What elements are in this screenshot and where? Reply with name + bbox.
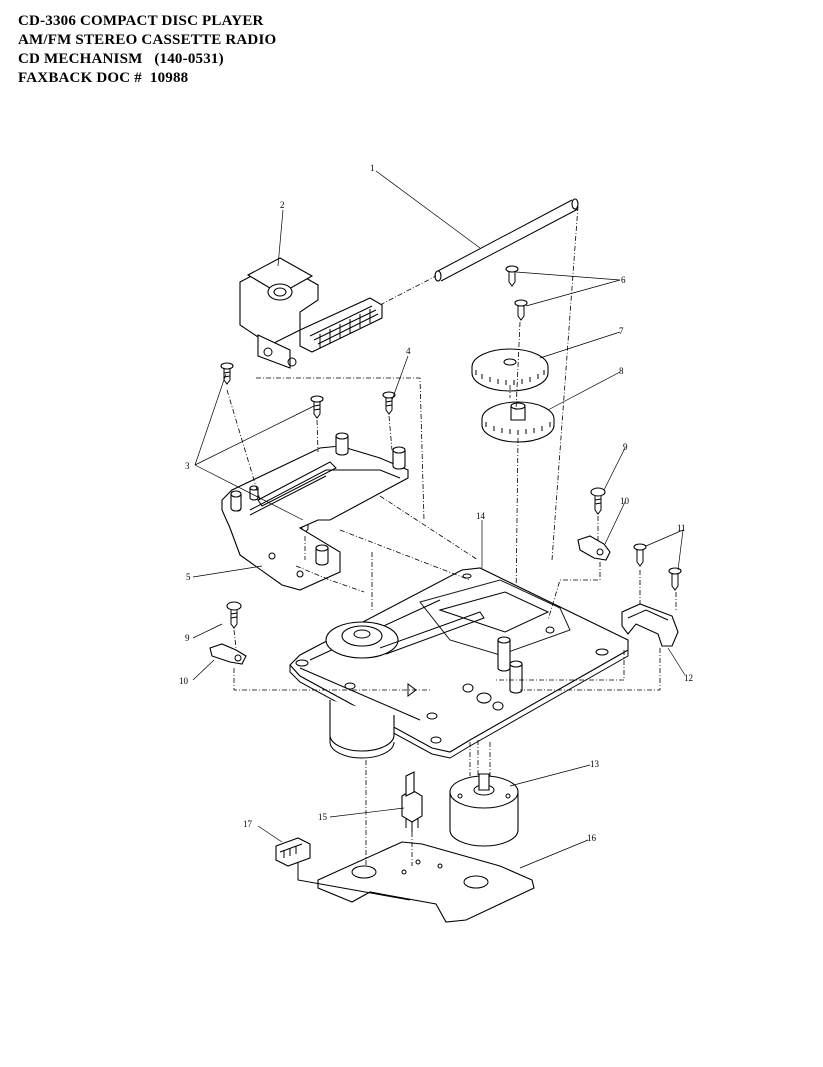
callout-17: 17 [243, 819, 253, 829]
callout-7: 7 [619, 326, 624, 336]
sled-motor [449, 773, 519, 847]
screw-3a [220, 362, 234, 385]
bracket-10-right [577, 535, 611, 561]
callout-4: 4 [406, 346, 411, 356]
sled-bracket [221, 432, 409, 591]
pcb-16 [317, 841, 535, 923]
callout-8: 8 [619, 366, 624, 376]
optical-pickup [239, 257, 383, 369]
leader-lines [192, 170, 686, 869]
screw-11b [668, 567, 682, 591]
callout-10-left: 10 [179, 676, 189, 686]
document-header: CD-3306 COMPACT DISC PLAYER AM/FM STEREO… [18, 12, 276, 88]
callout-2: 2 [280, 200, 285, 210]
callout-9-left: 9 [185, 633, 190, 643]
connector-17 [275, 837, 411, 901]
screw-9-left [226, 601, 242, 629]
callout-11: 11 [677, 523, 686, 533]
screw-6b [514, 299, 528, 321]
gear-7 [471, 348, 549, 392]
switch-15 [401, 771, 423, 832]
screw-9-right [590, 487, 606, 515]
callout-14: 14 [476, 511, 486, 521]
callout-5: 5 [186, 572, 191, 582]
bracket-10-left [209, 643, 247, 665]
clip-12 [621, 603, 679, 647]
screw-3b [310, 395, 324, 419]
screw-4 [382, 391, 396, 415]
callout-10-right: 10 [620, 496, 630, 506]
screw-6a [505, 265, 519, 287]
callout-9-right: 9 [623, 442, 628, 452]
callout-1: 1 [370, 163, 375, 173]
gear-8 [481, 385, 555, 601]
header-mechanism-line: CD MECHANISM (140-0531) [18, 51, 224, 67]
callout-labels: 1 2 3 4 5 6 7 8 9 9 10 10 11 12 13 14 15… [179, 163, 693, 843]
header-model-line: CD-3306 COMPACT DISC PLAYER [18, 13, 264, 29]
callout-6: 6 [621, 275, 626, 285]
callout-12: 12 [684, 673, 693, 683]
guide-shaft [379, 198, 579, 561]
callout-16: 16 [587, 833, 597, 843]
main-chassis [289, 567, 629, 759]
header-product-line: AM/FM STEREO CASSETTE RADIO [18, 32, 277, 48]
assembly-lines [226, 321, 677, 866]
header-doc-line: FAXBACK DOC # 10988 [18, 70, 189, 86]
callout-15: 15 [318, 812, 328, 822]
callout-3: 3 [185, 461, 190, 471]
screw-11a [633, 543, 647, 567]
callout-13: 13 [590, 759, 600, 769]
